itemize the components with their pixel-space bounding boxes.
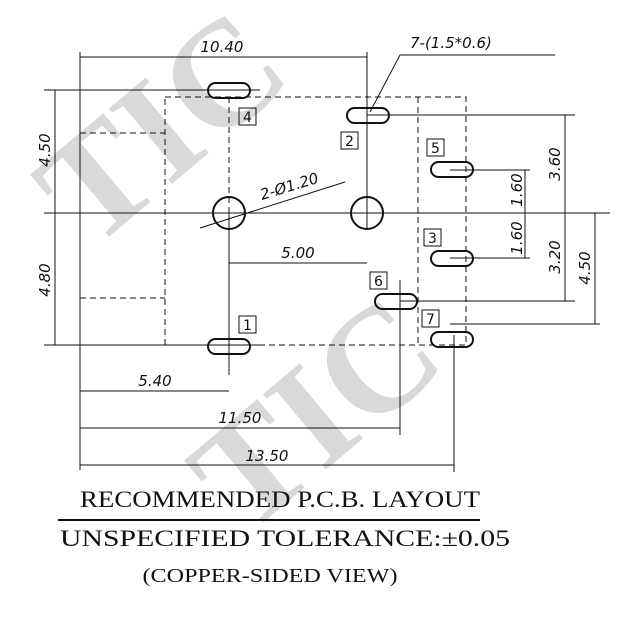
slot-pin2 — [346, 107, 390, 124]
caption-view: (COPPER-SIDED VIEW) — [143, 565, 398, 587]
dim-top-width: 10.40 — [201, 38, 244, 56]
slot-note-leader — [369, 54, 555, 113]
dim-right-360: 3.60 — [546, 147, 564, 180]
slot-note: 7-(1.5*0.6) — [410, 34, 492, 52]
dim-left-lower: 4.80 — [36, 263, 54, 296]
pin-label-3: 3 — [428, 231, 437, 247]
watermark: TIC TIC — [6, 0, 471, 562]
dim-hole-spacing: 5.00 — [281, 244, 314, 262]
pin-box-3 — [423, 228, 442, 247]
pin-box-7 — [421, 309, 440, 328]
watermark-text-bottom: TIC — [160, 264, 471, 563]
slot-pin4 — [207, 82, 251, 99]
caption-tolerance: UNSPECIFIED TOLERANCE:±0.05 — [60, 526, 510, 551]
hole-note: 2-Ø1.20 — [258, 169, 321, 204]
slot-pin5 — [430, 161, 474, 178]
dim-left-upper: 4.50 — [36, 133, 54, 166]
hole-note-leader — [199, 181, 346, 229]
pin-box-5 — [426, 138, 445, 157]
pin-label-7: 7 — [426, 312, 435, 328]
slot-pin6 — [374, 293, 418, 310]
slot-pin7 — [430, 331, 474, 348]
dim-right-450: 4.50 — [576, 251, 594, 284]
pin-box-6 — [369, 271, 388, 290]
dim-bottom-1350: 13.50 — [246, 447, 289, 465]
pin-box-4 — [238, 107, 257, 126]
pin-label-4: 4 — [243, 110, 252, 126]
component-outline — [164, 96, 467, 346]
pin-box-1 — [238, 315, 257, 334]
caption-title: RECOMMENDED P.C.B. LAYOUT — [80, 487, 480, 512]
pin-label-5: 5 — [431, 141, 440, 157]
pin-label-6: 6 — [374, 274, 383, 290]
slot-pin3 — [430, 250, 474, 267]
dim-right-160-lower: 1.60 — [508, 221, 526, 254]
pin-label-2: 2 — [345, 134, 354, 150]
mounting-hole-right — [350, 196, 384, 230]
dim-bottom-1150: 11.50 — [219, 409, 262, 427]
pin-label-1: 1 — [243, 318, 252, 334]
dim-bottom-540: 5.40 — [138, 372, 171, 390]
pin-box-2 — [340, 131, 359, 150]
dim-right-320: 3.20 — [546, 240, 564, 273]
dim-right-160-upper: 1.60 — [508, 173, 526, 206]
slot-pin1 — [207, 338, 251, 355]
mounting-hole-left — [212, 196, 246, 230]
